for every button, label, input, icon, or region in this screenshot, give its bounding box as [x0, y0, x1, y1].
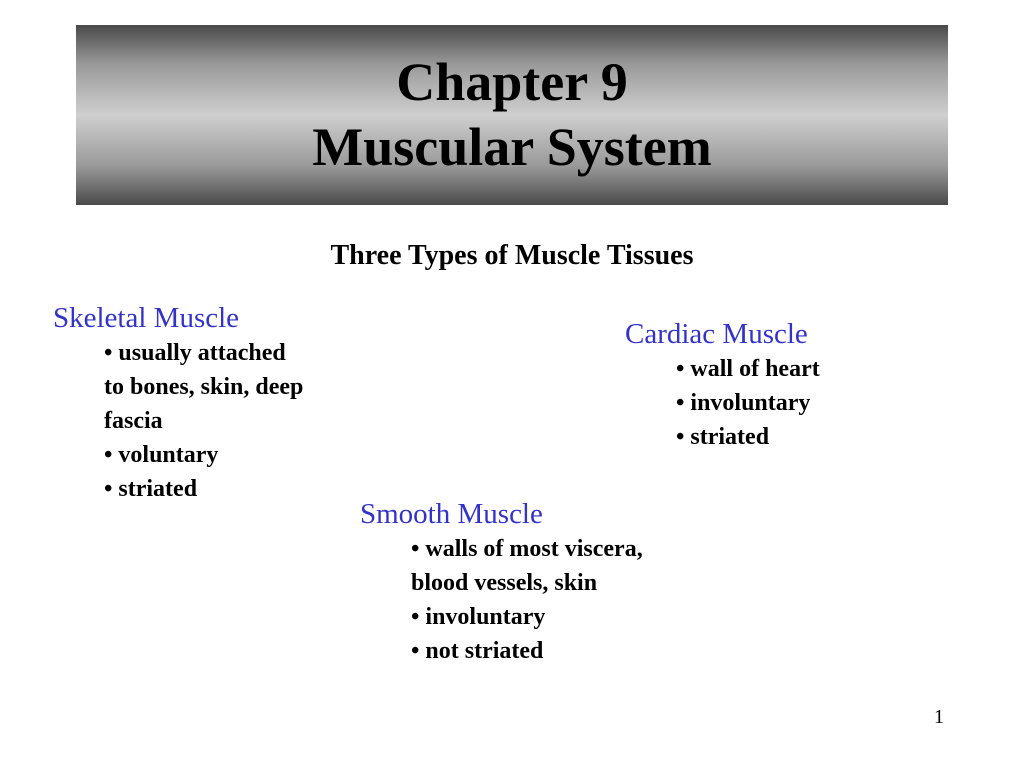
- list-item: to bones, skin, deep: [104, 374, 304, 400]
- skeletal-muscle-section: Skeletal Muscle • usually attached to bo…: [53, 300, 303, 506]
- title-banner: Chapter 9 Muscular System: [76, 25, 948, 205]
- cardiac-muscle-heading: Cardiac Muscle: [625, 318, 808, 350]
- list-item: • voluntary: [104, 442, 219, 468]
- subtitle: Three Types of Muscle Tissues: [330, 240, 694, 271]
- list-item: • striated: [104, 476, 198, 502]
- list-item: • striated: [676, 424, 770, 450]
- list-item: • involuntary: [411, 604, 546, 630]
- title-line-1: Chapter 9: [396, 52, 628, 113]
- slide-number: 1: [934, 706, 944, 728]
- smooth-muscle-heading: Smooth Muscle: [360, 498, 543, 530]
- list-item: • usually attached: [104, 340, 286, 366]
- title-line-2: Muscular System: [312, 117, 712, 177]
- list-item: blood vessels, skin: [411, 570, 598, 596]
- smooth-muscle-section: Smooth Muscle • walls of most viscera, b…: [360, 496, 643, 668]
- list-item: • walls of most viscera,: [411, 536, 643, 562]
- list-item: fascia: [104, 408, 163, 434]
- cardiac-muscle-list: • wall of heart • involuntary • striated: [625, 352, 820, 454]
- smooth-muscle-list: • walls of most viscera, blood vessels, …: [360, 532, 643, 668]
- list-item: • not striated: [411, 638, 544, 664]
- list-item: • wall of heart: [676, 356, 820, 382]
- cardiac-muscle-section: Cardiac Muscle • wall of heart • involun…: [625, 316, 820, 454]
- skeletal-muscle-list: • usually attached to bones, skin, deep …: [53, 336, 303, 506]
- list-item: • involuntary: [676, 390, 811, 416]
- skeletal-muscle-heading: Skeletal Muscle: [53, 302, 240, 334]
